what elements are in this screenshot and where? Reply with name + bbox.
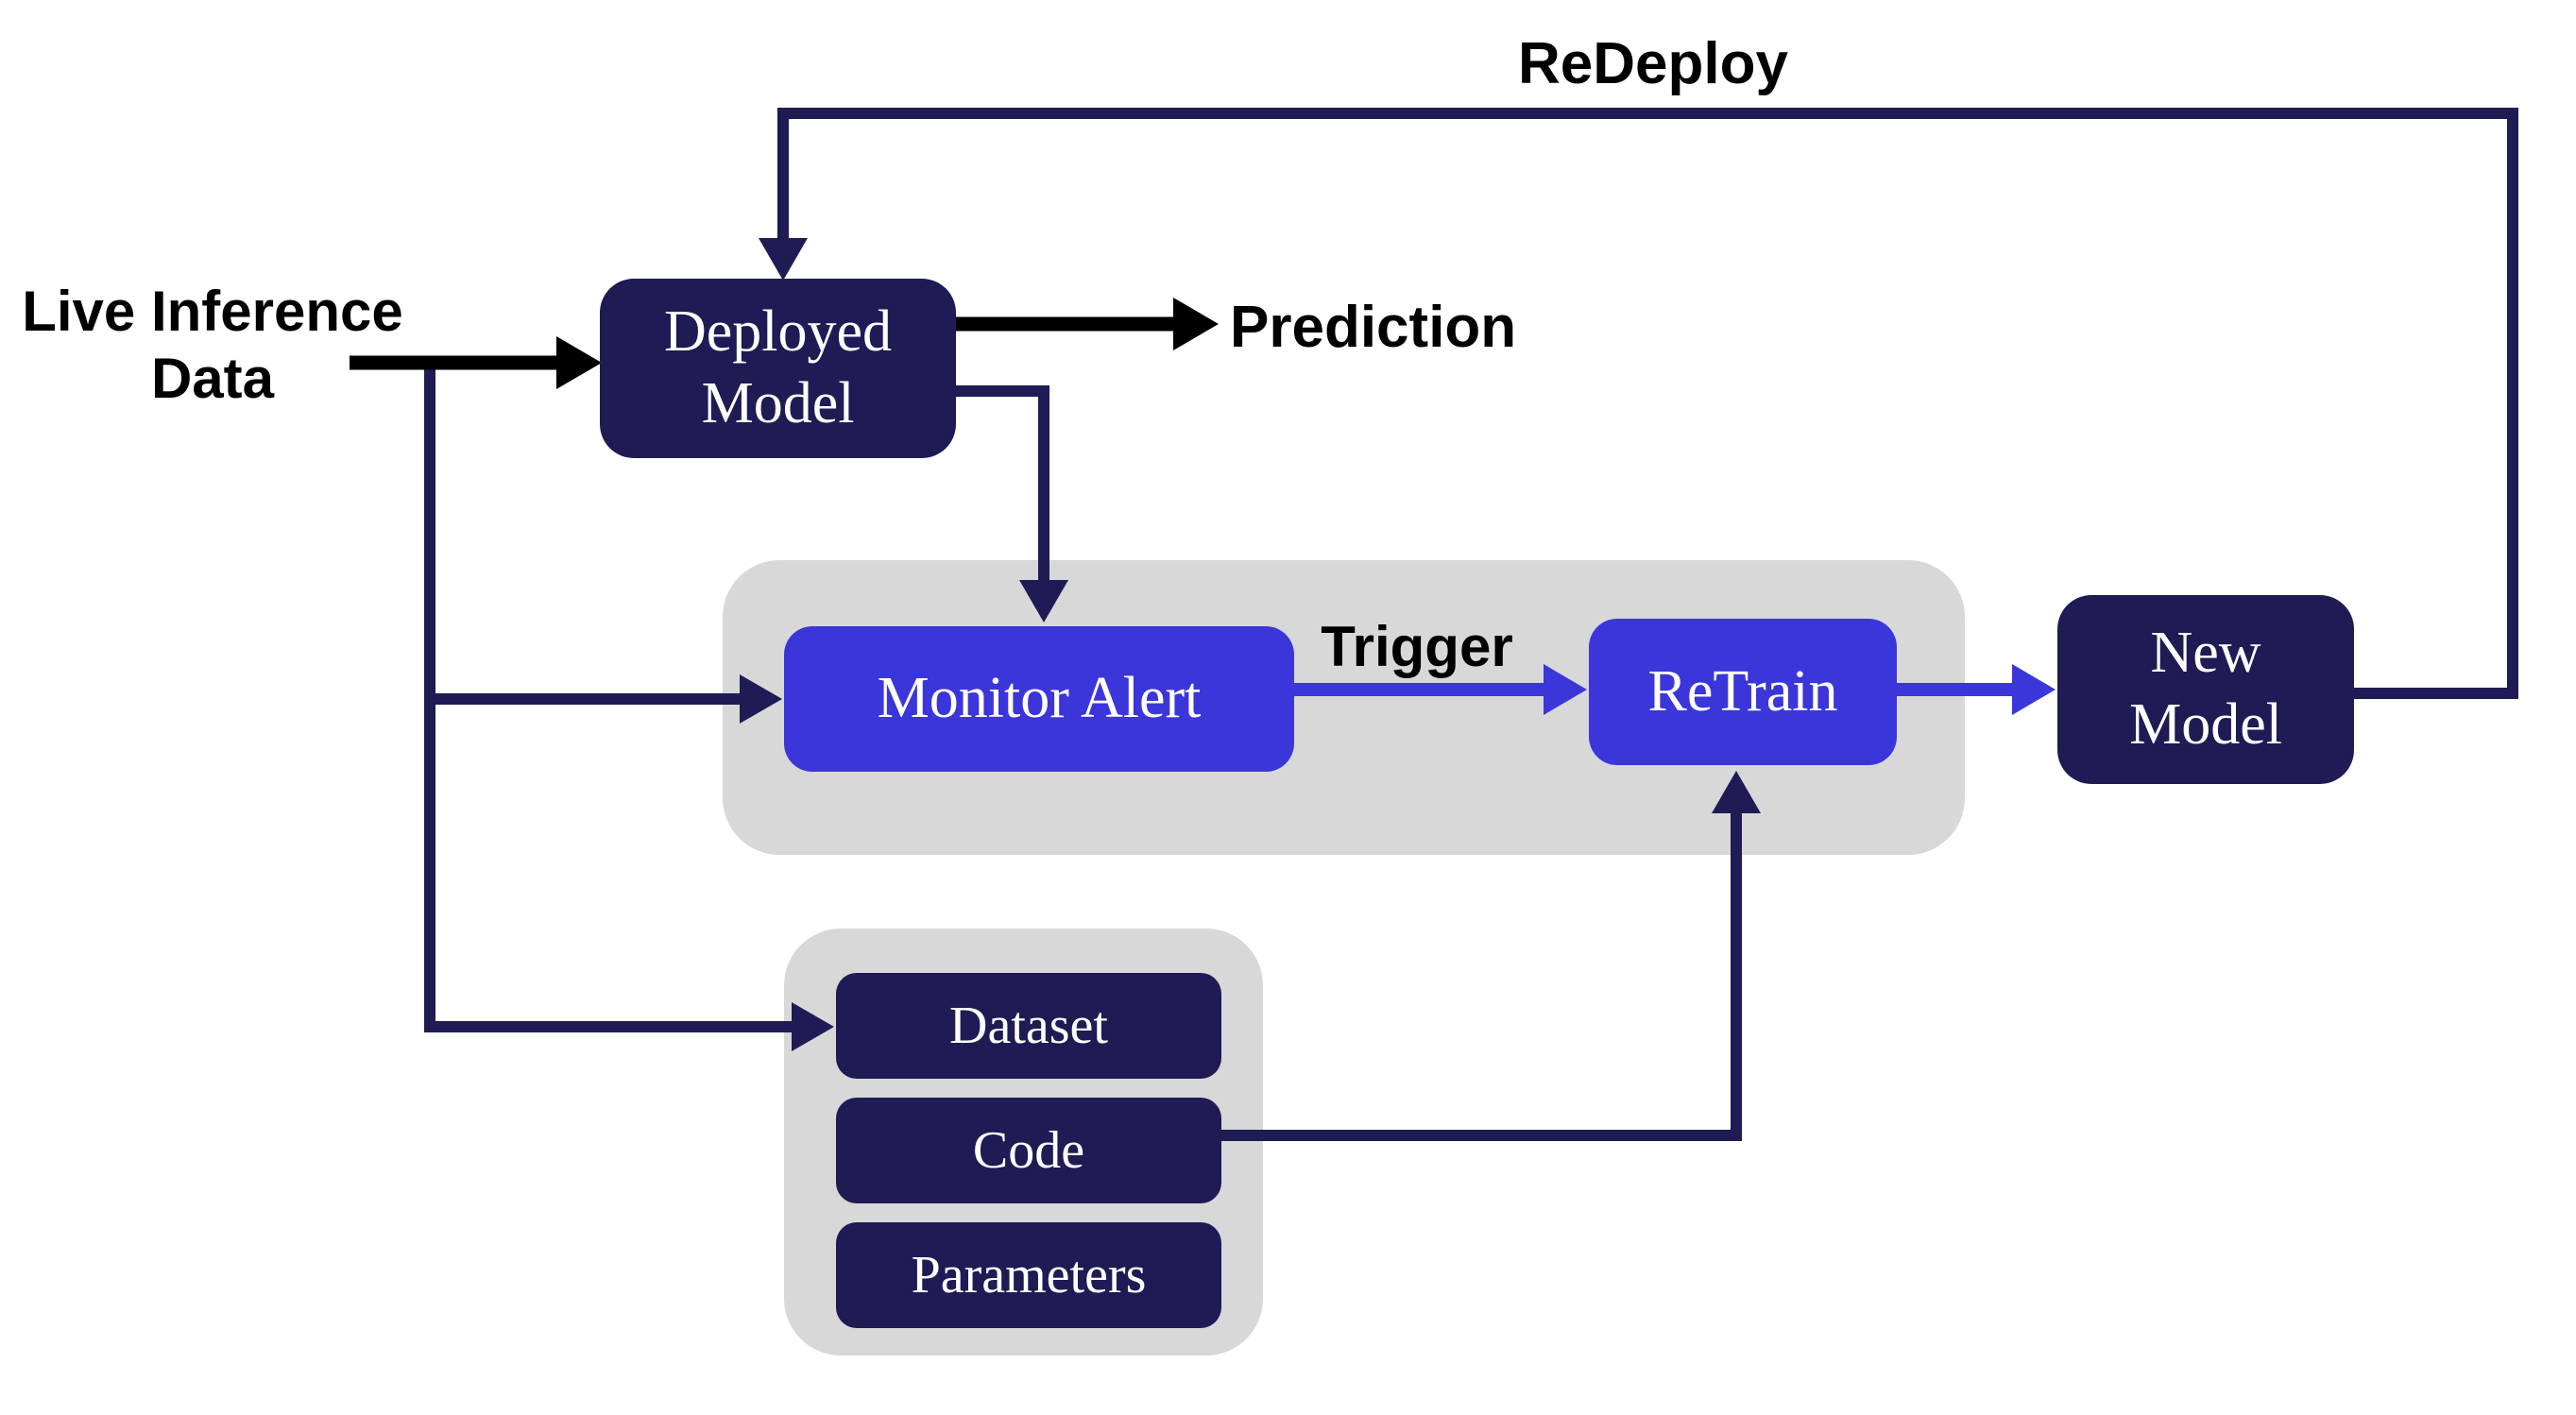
parameters-node: Parameters: [836, 1222, 1221, 1328]
live-data-branch-line: [424, 359, 834, 1051]
code-node: Code: [836, 1098, 1221, 1203]
monitor-input-arrowhead: [740, 674, 782, 724]
live-inference-data-label-line2: Data: [150, 347, 275, 410]
parameters-label: Parameters: [911, 1245, 1147, 1304]
redeploy-loop-arrow: [759, 108, 2518, 699]
deployed-to-monitor-arrow: [956, 385, 1068, 622]
retrain-label: ReTrain: [1647, 658, 1838, 724]
prediction-label: Prediction: [1230, 295, 1517, 360]
deployed-model-node: Deployed Model: [600, 279, 956, 458]
dataset-input-arrowhead: [792, 1002, 834, 1051]
prediction-arrow: [956, 298, 1219, 350]
deployed-model-label-line1: Deployed: [663, 299, 893, 365]
live-inference-data-label-line1: Live Inference: [22, 280, 403, 343]
trigger-label: Trigger: [1321, 615, 1513, 678]
redeploy-label: ReDeploy: [1518, 31, 1788, 96]
dataset-node: Dataset: [836, 973, 1221, 1079]
deployed-model-label-line2: Model: [701, 371, 855, 435]
live-inference-data-label: Live Inference Data: [19, 278, 406, 412]
new-model-label-line1: New: [2150, 621, 2261, 686]
monitor-alert-node: Monitor Alert: [784, 626, 1294, 772]
dataset-label: Dataset: [949, 996, 1108, 1055]
trigger-arrow: [1294, 664, 1587, 715]
code-label: Code: [972, 1120, 1085, 1180]
retrain-to-newmodel-arrow: [1897, 664, 2056, 715]
monitor-alert-label: Monitor Alert: [877, 666, 1202, 731]
retrain-node: ReTrain: [1589, 619, 1897, 765]
new-model-label-line2: Model: [2129, 692, 2282, 757]
live-data-input-arrow: [350, 336, 602, 389]
new-model-node: New Model: [2057, 595, 2354, 784]
code-to-retrain-arrow: [1221, 771, 1761, 1141]
